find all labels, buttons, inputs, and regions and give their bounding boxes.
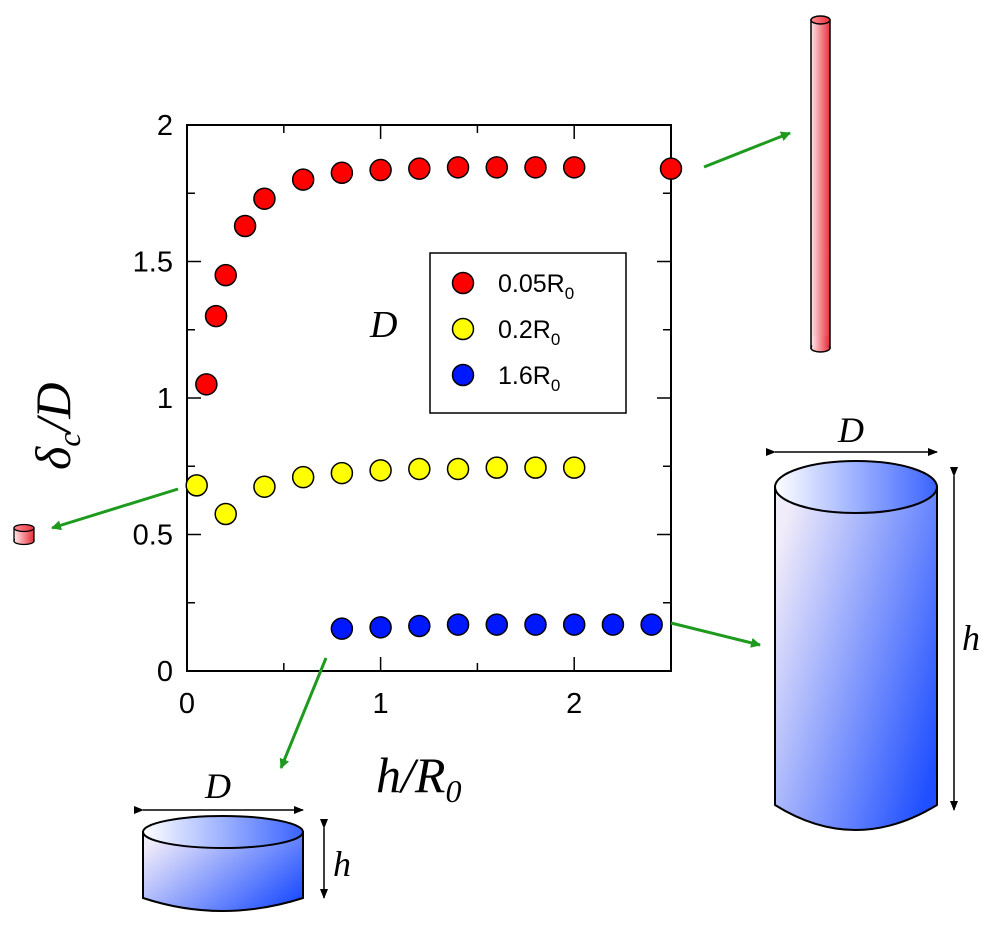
data-point-series-1 xyxy=(291,168,315,191)
data-point-series-2 xyxy=(562,456,586,479)
tick-labels: 0 1 2 0 0.5 1 1.5 2 xyxy=(133,110,583,720)
x-axis-label: h/R0 xyxy=(376,747,461,809)
data-point-series-1 xyxy=(659,157,683,180)
legend-label: 0.2R0 xyxy=(498,316,560,349)
data-point-series-1 xyxy=(214,263,237,287)
data-point-series-1 xyxy=(195,373,218,396)
data-point-series-2 xyxy=(185,474,208,497)
arrow-to-disk xyxy=(279,657,328,769)
data-point-series-3 xyxy=(562,613,586,636)
data-point-series-1 xyxy=(204,304,228,328)
y-tick-label: 0 xyxy=(157,656,173,688)
data-point-series-3 xyxy=(408,614,431,638)
data-point-series-3 xyxy=(330,617,354,640)
arrow-to-tall-cylinder xyxy=(670,621,761,648)
data-point-series-1 xyxy=(233,214,257,238)
tall-cylinder-d-label: D xyxy=(837,410,864,450)
disk-illustration: D h xyxy=(134,766,351,912)
tall-cylinder-h-label: h xyxy=(962,618,980,658)
thin-rod-illustration xyxy=(810,15,831,353)
axis-ticks xyxy=(186,124,672,672)
tall-cylinder-illustration: D h xyxy=(766,410,980,831)
data-point-series-3 xyxy=(369,616,392,639)
data-point-series-2 xyxy=(253,475,276,498)
data-point-series-1 xyxy=(562,156,586,179)
legend-marker xyxy=(451,317,475,341)
y-axis-label: δc/D xyxy=(25,383,87,470)
data-point-series-2 xyxy=(291,465,315,489)
small-cylinder-illustration xyxy=(13,523,35,546)
arrow-to-small-cylinder xyxy=(51,487,179,531)
legend-label: 0.05R0 xyxy=(498,270,574,303)
data-points xyxy=(185,156,683,640)
data-point-series-1 xyxy=(330,161,354,185)
data-point-series-2 xyxy=(369,459,392,482)
y-tick-label: 1 xyxy=(157,383,173,415)
legend-label: 1.6R0 xyxy=(498,362,560,395)
x-tick-label: 2 xyxy=(566,688,582,720)
data-point-series-1 xyxy=(253,187,276,210)
disk-h-label: h xyxy=(333,844,351,884)
disk-d-label: D xyxy=(204,766,231,806)
arrow-to-rod xyxy=(703,131,791,169)
x-tick-label: 1 xyxy=(373,688,389,720)
data-point-series-1 xyxy=(485,156,509,179)
legend-marker xyxy=(451,271,475,295)
data-point-series-1 xyxy=(446,156,470,179)
legend-annotation: D xyxy=(369,304,397,346)
y-tick-label: 2 xyxy=(157,110,173,142)
data-point-series-1 xyxy=(524,156,547,179)
legend-marker xyxy=(451,363,475,387)
data-point-series-3 xyxy=(640,613,663,636)
x-tick-label: 0 xyxy=(179,688,195,720)
data-point-series-2 xyxy=(330,461,354,485)
data-point-series-2 xyxy=(485,456,509,479)
data-point-series-3 xyxy=(485,613,509,636)
data-point-series-1 xyxy=(408,157,431,180)
data-point-series-2 xyxy=(524,456,547,479)
data-point-series-2 xyxy=(214,502,237,526)
y-tick-label: 1.5 xyxy=(133,247,173,279)
y-tick-label: 0.5 xyxy=(133,520,173,552)
data-point-series-1 xyxy=(369,158,392,182)
data-point-series-3 xyxy=(601,613,625,636)
data-point-series-2 xyxy=(446,457,470,481)
legend: D 0.05R0 0.2R0 1.6R0 xyxy=(369,252,627,414)
data-point-series-2 xyxy=(408,457,431,481)
data-point-series-3 xyxy=(524,613,547,636)
data-point-series-3 xyxy=(446,613,470,636)
